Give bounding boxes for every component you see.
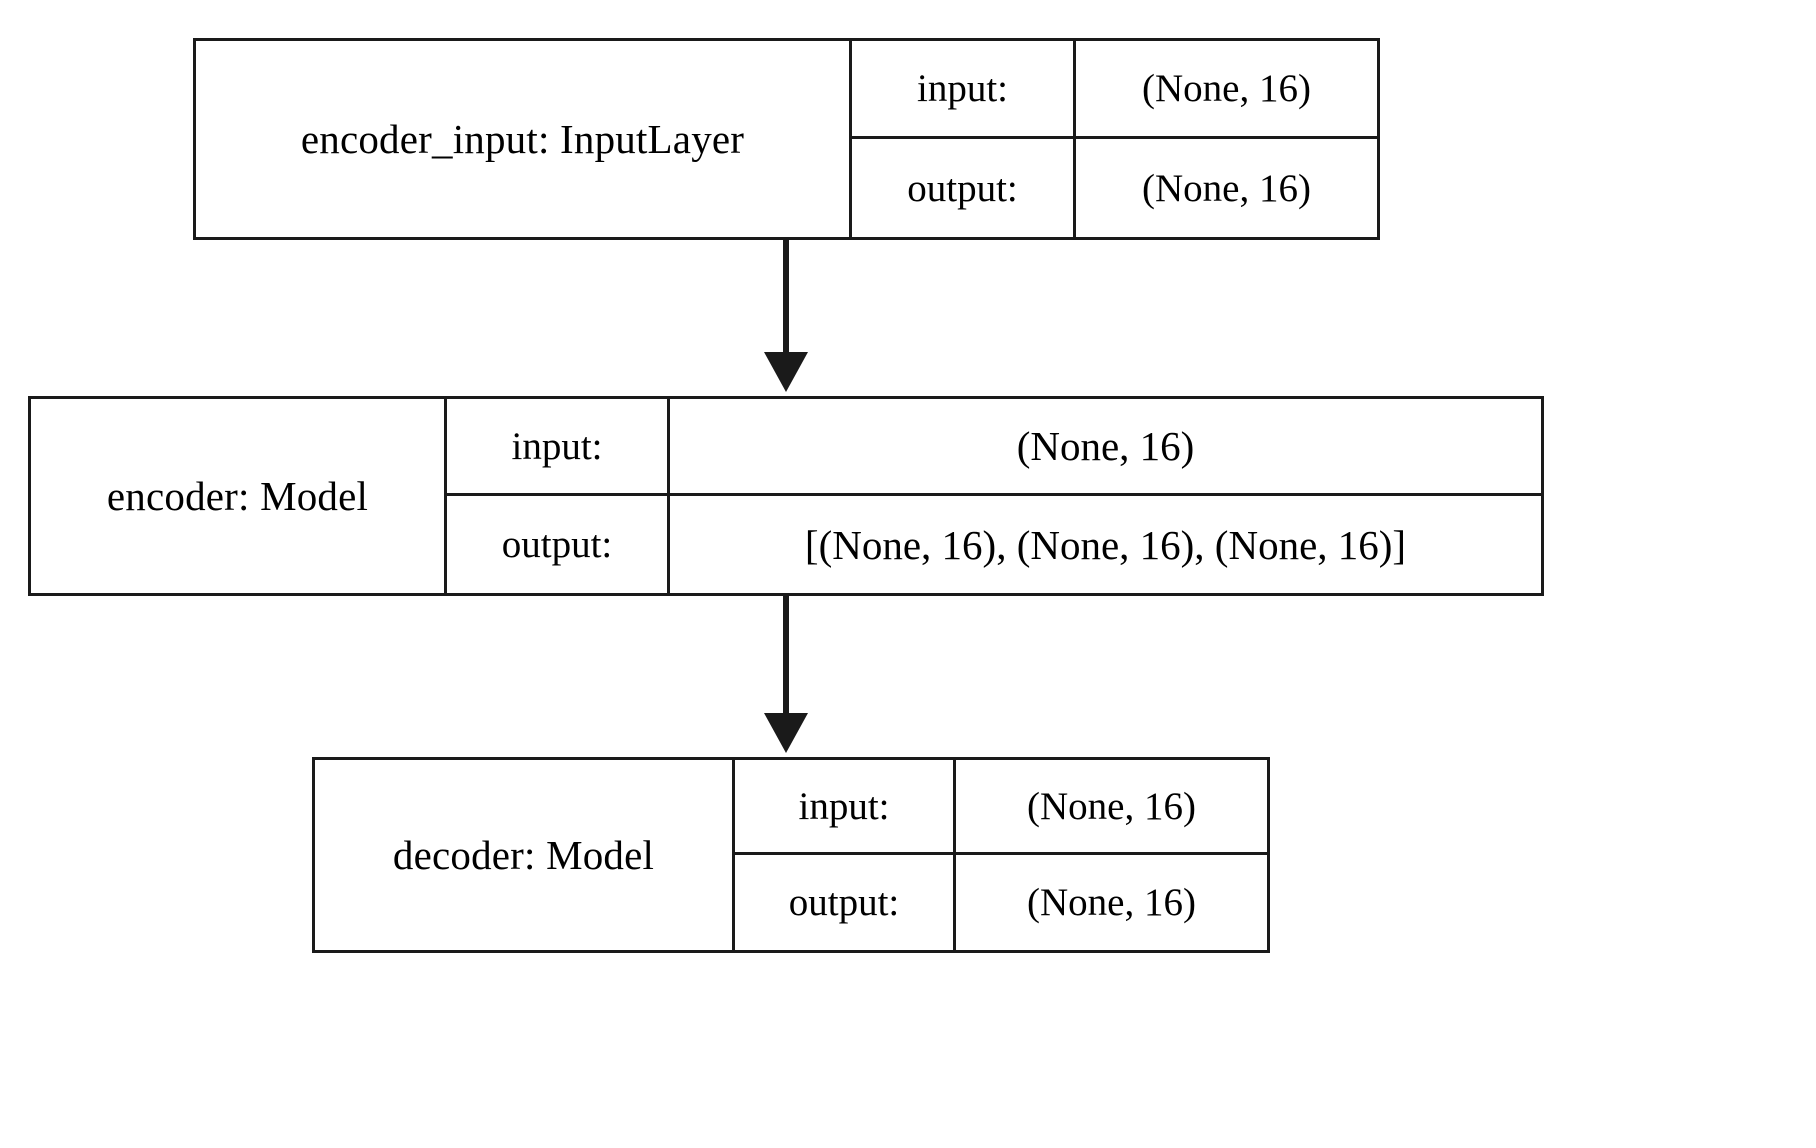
arrowhead-icon [764, 713, 808, 753]
row-value-output-shape: (None, 16) [1027, 881, 1196, 924]
node-label-encoder-input: encoder_input: InputLayer [300, 116, 745, 162]
shape-table: input: (None, 16) output: [(None, 16), (… [444, 399, 1541, 593]
row-label-output: output: [852, 139, 1076, 237]
row-label-output: output: [735, 855, 956, 950]
row-label-input: input: [447, 399, 670, 493]
table-row: output: (None, 16) [735, 855, 1267, 950]
edge-encoder-to-decoder [764, 596, 808, 753]
row-value-output-shape: (None, 16) [1142, 166, 1311, 210]
arrowhead-icon [764, 352, 808, 392]
table-row: output: [(None, 16), (None, 16), (None, … [447, 496, 1541, 593]
edge-encoder-input-to-encoder [764, 240, 808, 392]
shape-table: input: (None, 16) output: (None, 16) [849, 41, 1377, 237]
node-label-encoder: encoder: Model [106, 473, 369, 519]
row-value-input-shape: (None, 16) [1142, 67, 1311, 110]
row-label-input: input: [852, 41, 1076, 136]
node-encoder-input[interactable]: encoder_input: InputLayer input: (None, … [193, 38, 1380, 240]
table-row: input: (None, 16) [852, 41, 1377, 139]
table-row: output: (None, 16) [852, 139, 1377, 237]
row-value-input-shape: (None, 16) [1027, 784, 1196, 828]
row-label-input: input: [735, 760, 956, 852]
node-label-decoder: decoder: Model [392, 832, 655, 878]
row-value-input-shape: (None, 16) [1016, 423, 1195, 469]
table-row: input: (None, 16) [735, 760, 1267, 855]
node-decoder[interactable]: decoder: Model input: (None, 16) output:… [312, 757, 1270, 953]
shape-table: input: (None, 16) output: (None, 16) [732, 760, 1267, 950]
table-row: input: (None, 16) [447, 399, 1541, 496]
row-value-output-shape: [(None, 16), (None, 16), (None, 16)] [804, 521, 1407, 568]
node-encoder[interactable]: encoder: Model input: (None, 16) output:… [28, 396, 1544, 596]
row-label-output: output: [447, 496, 670, 593]
